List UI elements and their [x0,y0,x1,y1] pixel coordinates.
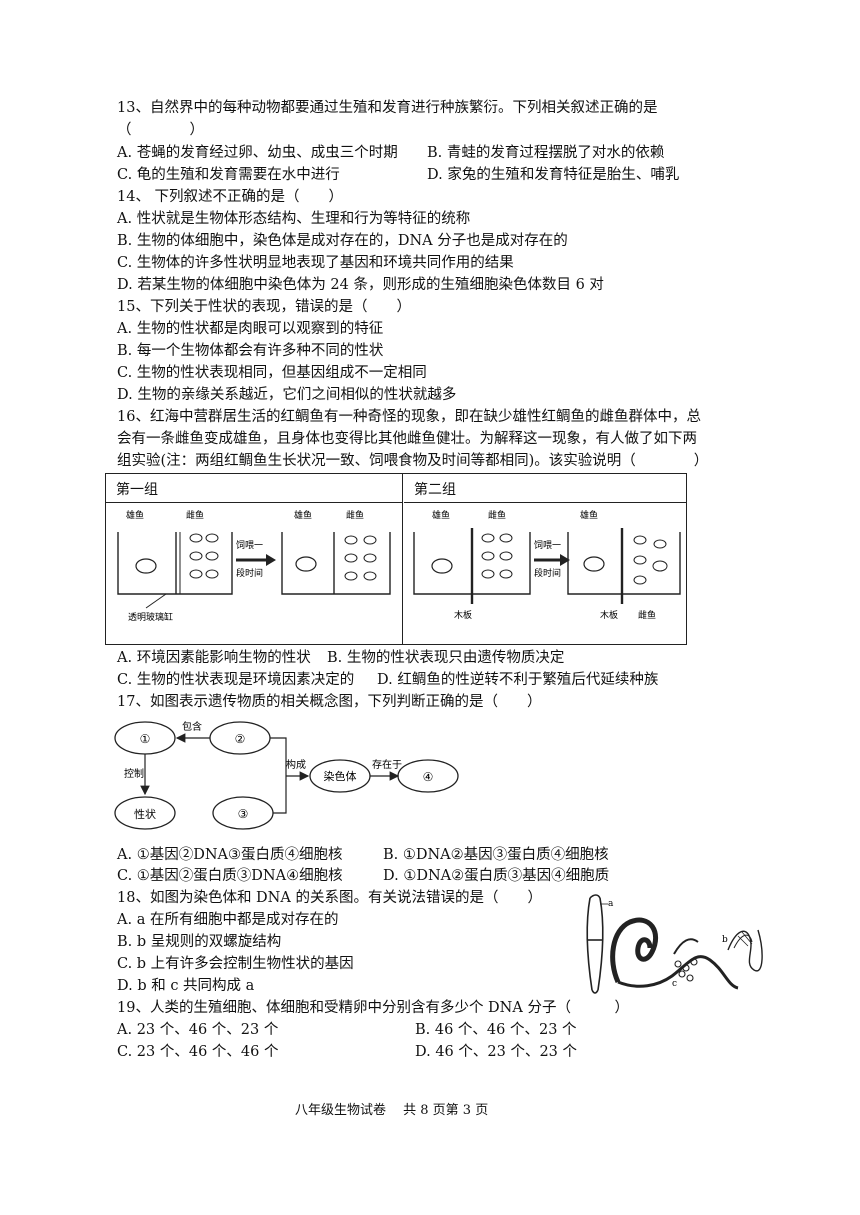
q16-stem-line1: 16、红海中营群居生活的红鲷鱼有一种奇怪的现象，即在缺少雄性红鲷鱼的雌鱼群体中，… [117,409,701,425]
label-female: 雌鱼 [186,509,204,521]
q17-option-a: A. ①基因②DNA③蛋白质④细胞核 [117,847,343,863]
q14-option-a: A. 性状就是生物体形态结构、生理和行为等特征的统称 [117,211,471,227]
label-control: 控制 [124,767,144,780]
page-footer: 八年级生物试卷 共 8 页第 3 页 [295,1103,489,1118]
node-chromosome: 染色体 [324,769,357,783]
q14-option-c: C. 生物体的许多性状明显地表现了基因和环境共同作用的结果 [117,255,514,271]
label-male: 雄鱼 [126,509,144,521]
q19-stem: 19、人类的生殖细胞、体细胞和受精卵中分别含有多少个 DNA 分子（ ） [117,1000,629,1016]
label-exist-in: 存在于 [372,758,402,771]
q13-option-a: A. 苍蝇的发育经过卵、幼虫、成虫三个时期 [117,145,398,161]
q18-option-b: B. b 呈规则的双螺旋结构 [117,934,282,950]
label-contain: 包含 [182,720,202,733]
q15-option-d: D. 生物的亲缘关系越近，它们之间相似的性状就越多 [117,387,457,403]
chromosome-dna-figure: a b c [586,894,763,994]
label-a: a [608,899,614,909]
label-feed-2: 段时间 [236,567,263,579]
q14-option-d: D. 若某生物的体细胞中染色体为 24 条，则形成的生殖细胞染色体数目 6 对 [117,277,604,293]
label-feed-1: 饲喂一 [236,539,263,551]
group1-title: 第一组 [116,482,158,498]
group2-header: 第二组 [404,474,686,503]
q13-option-d: D. 家兔的生殖和发育特征是胎生、哺乳 [427,167,680,183]
q15-option-b: B. 每一个生物体都会有许多种不同的性状 [117,343,384,359]
label-female-bottom: 雌鱼 [638,609,656,621]
q13-paren: （ ） [117,122,204,138]
label-male-4: 雄鱼 [580,509,598,521]
q16-option-d: D. 红鲷鱼的性逆转不利于繁殖后代延续种族 [377,672,659,688]
node-3: ③ [238,807,249,821]
label-feed-4: 段时间 [534,567,561,579]
q17-option-b: B. ①DNA②基因③蛋白质④细胞核 [383,847,609,863]
node-4: ④ [423,770,434,784]
label-female-2: 雌鱼 [346,509,364,521]
q16-stem-line3: 组实验(注：两组红鲷鱼生长状况一致、饲喂食物及时间等都相同)。该实验说明（ ） [117,453,709,469]
experiment-group1: 第一组 雄鱼 雌鱼 透明玻璃缸 饲喂一 段时间 [106,474,403,644]
node-1: ① [140,732,151,746]
label-compose: 构成 [286,758,306,771]
label-b: b [722,935,728,945]
label-male-2: 雄鱼 [294,509,312,521]
q18-stem: 18、如图为染色体和 DNA 的关系图。有关说法错误的是（ ） [117,890,542,906]
q19-option-a: A. 23 个、46 个、23 个 [117,1022,279,1038]
q17-option-c: C. ①基因②蛋白质③DNA④细胞核 [117,868,343,884]
q14-stem: 14、 下列叙述不正确的是（ ） [117,189,344,205]
concept-map: ① ② 包含 控制 性状 ③ 构成 染色体 存在于 ④ [114,720,459,830]
label-female-3: 雌鱼 [488,509,506,521]
q19-option-d: D. 46 个、23 个、23 个 [415,1044,578,1060]
group2-title: 第二组 [414,482,456,498]
q18-option-c: C. b 上有许多会控制生物性状的基因 [117,956,354,972]
node-2: ② [235,732,246,746]
q17-option-d: D. ①DNA②蛋白质③基因④细胞质 [383,868,610,884]
label-male-3: 雄鱼 [432,509,450,521]
group1-header: 第一组 [106,474,402,503]
q16-option-c: C. 生物的性状表现是环境因素决定的 [117,672,355,688]
q17-stem: 17、如图表示遗传物质的相关概念图，下列判断正确的是（ ） [117,694,542,710]
q19-option-b: B. 46 个、46 个、23 个 [415,1022,577,1038]
q14-option-b: B. 生物的体细胞中，染色体是成对存在的，DNA 分子也是成对存在的 [117,233,568,249]
q15-stem: 15、下列关于性状的表现，错误的是（ ） [117,299,411,315]
q15-option-c: C. 生物的性状表现相同，但基因组成不一定相同 [117,365,427,381]
label-feed-3: 饲喂一 [534,539,561,551]
label-glass-tank: 透明玻璃缸 [128,611,173,623]
label-board-2: 木板 [600,609,618,621]
q16-stem-line2: 会有一条雌鱼变成雄鱼，且身体也变得比其他雌鱼健壮。为解释这一现象，有人做了如下两 [117,431,697,447]
node-trait: 性状 [134,807,156,821]
q16-option-a: A. 环境因素能影响生物的性状 [117,650,311,666]
q15-option-a: A. 生物的性状都是肉眼可以观察到的特征 [117,321,384,337]
experiment-group2: 第二组 雄鱼 雌鱼 木板 饲喂一 段时间 雄鱼 [404,474,686,644]
q13-stem: 13、自然界中的每种动物都要通过生殖和发育进行种族繁衍。下列相关叙述正确的是 [117,100,658,116]
q18-option-d: D. b 和 c 共同构成 a [117,978,255,994]
q13-option-c: C. 龟的生殖和发育需要在水中进行 [117,167,340,183]
label-board: 木板 [454,609,472,621]
group2-diagram: 雄鱼 雌鱼 木板 饲喂一 段时间 雄鱼 [413,509,681,621]
q19-option-c: C. 23 个、46 个、46 个 [117,1044,279,1060]
q16-option-b: B. 生物的性状表现只由遗传物质决定 [327,650,565,666]
group1-diagram: 雄鱼 雌鱼 透明玻璃缸 饲喂一 段时间 雄鱼 [117,509,391,623]
q13-option-b: B. 青蛙的发育过程摆脱了对水的依赖 [427,145,665,161]
experiment-figure: 第一组 雄鱼 雌鱼 透明玻璃缸 饲喂一 段时间 [105,473,687,645]
q18-option-a: A. a 在所有细胞中都是成对存在的 [117,912,339,928]
label-c: c [672,979,677,989]
